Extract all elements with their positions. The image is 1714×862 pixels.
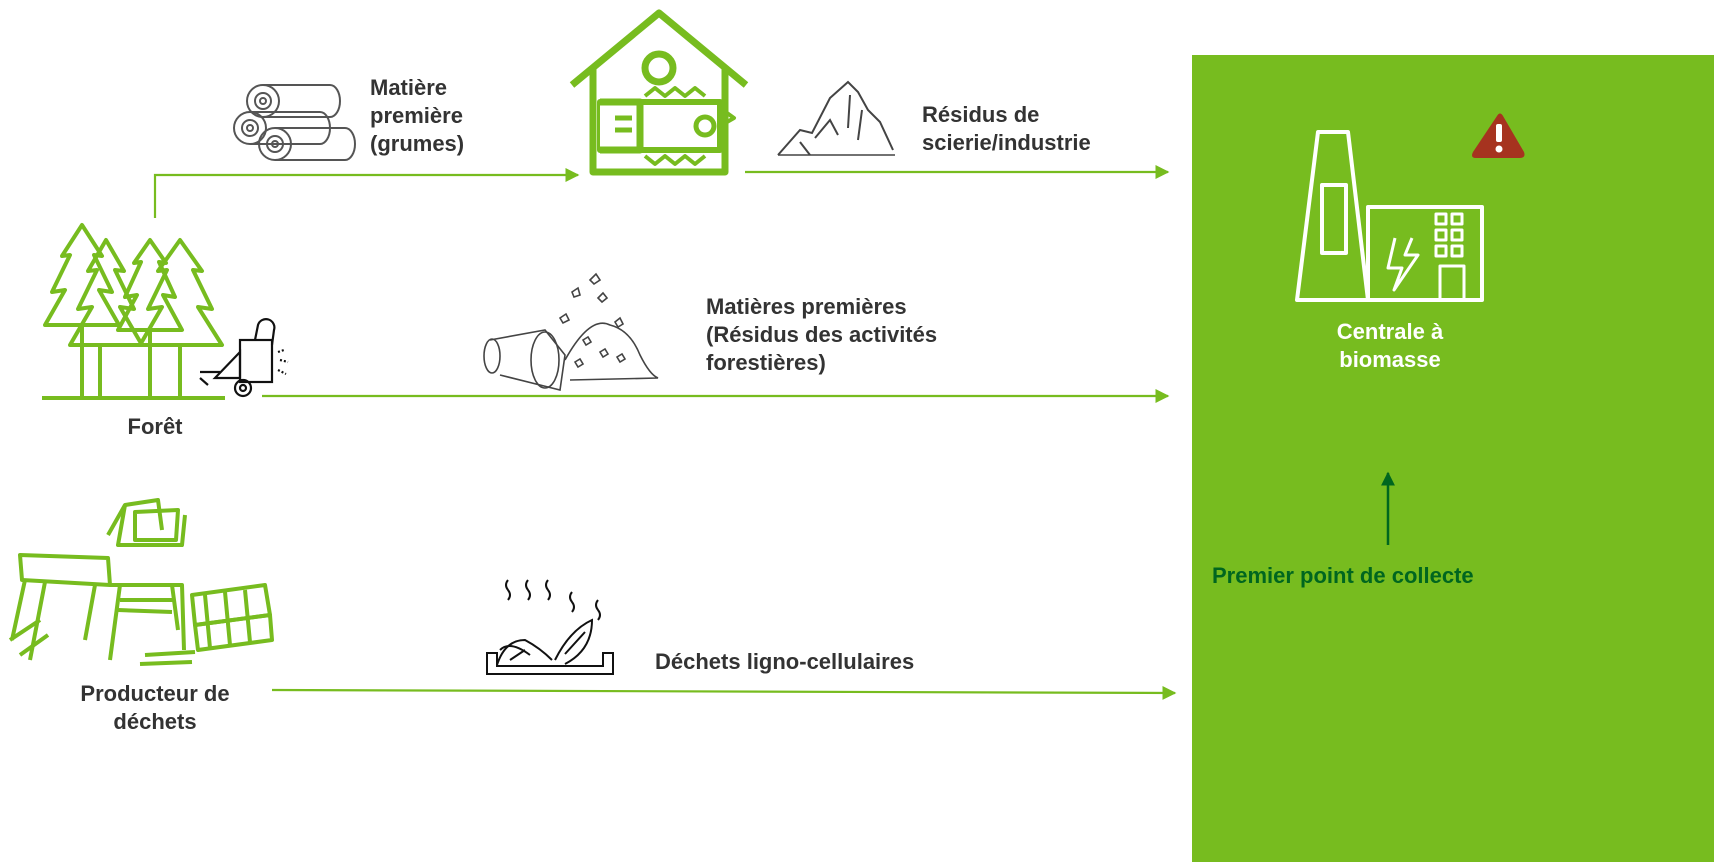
logs-flow-label: Matière première (grumes) — [370, 74, 464, 158]
warning-icon — [1472, 113, 1525, 158]
arrow-waste-to-plant — [271, 685, 1177, 700]
biomass-plant-label: Centrale à biomasse — [1290, 318, 1490, 374]
forest-residues-label: Matières premières (Résidus des activité… — [706, 293, 937, 377]
forest-icon — [42, 223, 225, 400]
logs-icon — [233, 84, 356, 161]
sawmill-residues-label-line: Résidus de — [922, 102, 1040, 127]
forest-residues-icon — [483, 272, 659, 391]
sawmill-icon — [569, 9, 749, 176]
compost-icon — [486, 579, 614, 675]
waste-producer-label-line: déchets — [113, 709, 197, 734]
forest-residues-label-line: (Résidus des activités — [706, 322, 938, 347]
wood-chipper-icon — [199, 318, 289, 398]
biomass-plant-label-line: biomasse — [1339, 347, 1441, 372]
sawmill-residues-label: Résidus de scierie/industrie — [922, 101, 1091, 157]
forest-residues-label-line: Matières premières — [706, 294, 907, 319]
forest-residues-label-line: forestières) — [706, 350, 826, 375]
arrow-forest-to-sawmill — [153, 168, 580, 218]
wood-pile-icon — [777, 80, 895, 156]
logs-flow-label-line: Matière — [370, 75, 448, 100]
biomass-plant-icon — [1295, 130, 1484, 302]
forest-label: Forêt — [127, 414, 183, 439]
waste-producer-label: Producteur de déchets — [40, 680, 270, 736]
logs-flow-label-line: (grumes) — [370, 131, 465, 156]
broken-furniture-icon — [8, 498, 274, 666]
collection-point-label: Premier point de collecte — [1212, 563, 1474, 588]
waste-producer-label-line: Producteur de — [80, 681, 230, 706]
sawmill-residues-label-line: scierie/industrie — [922, 130, 1091, 155]
logs-flow-label-line: première — [370, 103, 463, 128]
biomass-plant-label-line: Centrale à — [1336, 319, 1444, 344]
waste-flow-label: Déchets ligno-cellulaires — [655, 649, 915, 674]
biomass-plant-panel — [1192, 55, 1714, 862]
